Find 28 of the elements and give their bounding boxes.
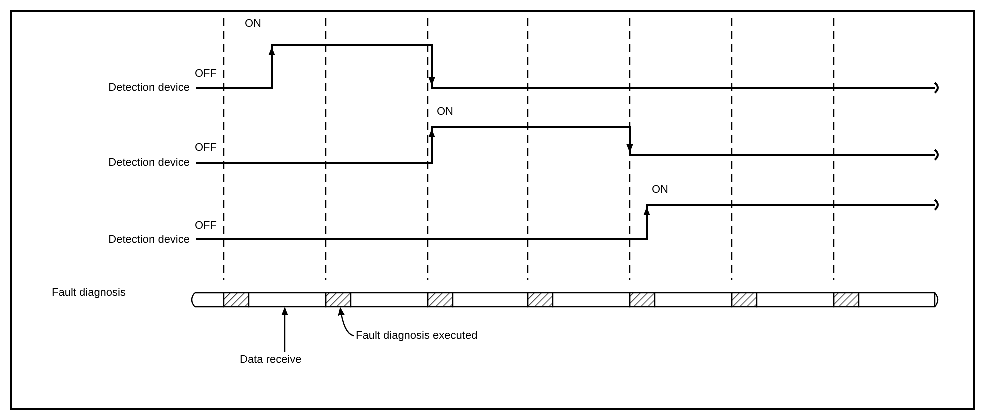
data-receive-period xyxy=(350,292,429,308)
signal-label: ON xyxy=(652,183,668,197)
data-receive-period xyxy=(858,292,936,308)
leader-line xyxy=(282,307,288,352)
diagnosis-period-block xyxy=(629,292,656,308)
signal-label: Fault diagnosis xyxy=(52,286,126,300)
signal-label: Detection device xyxy=(108,156,190,170)
leader-line xyxy=(338,307,354,337)
diagnosis-period-block xyxy=(833,292,860,308)
signal-label: Detection device xyxy=(108,233,190,247)
data-receive-period xyxy=(756,292,835,308)
diagnosis-period-block xyxy=(325,292,352,308)
data-receive-period xyxy=(452,292,529,308)
data-receive-period xyxy=(248,292,327,308)
diagnosis-period-block xyxy=(527,292,554,308)
signal-label: OFF xyxy=(195,141,217,155)
diagnosis-period-block xyxy=(223,292,250,308)
signal-label: ON xyxy=(437,105,454,119)
diagnosis-period-block xyxy=(427,292,454,308)
signal-label: OFF xyxy=(195,67,217,81)
signal-label: ON xyxy=(245,17,262,31)
diagnosis-period-block xyxy=(731,292,758,308)
signal-label: Detection device xyxy=(108,81,190,95)
data-receive-period xyxy=(654,292,733,308)
data-receive-period xyxy=(552,292,631,308)
signal-label: OFF xyxy=(195,219,217,233)
annotation-text: Data receive xyxy=(240,352,302,368)
annotation-text: Fault diagnosis executed xyxy=(356,328,478,344)
